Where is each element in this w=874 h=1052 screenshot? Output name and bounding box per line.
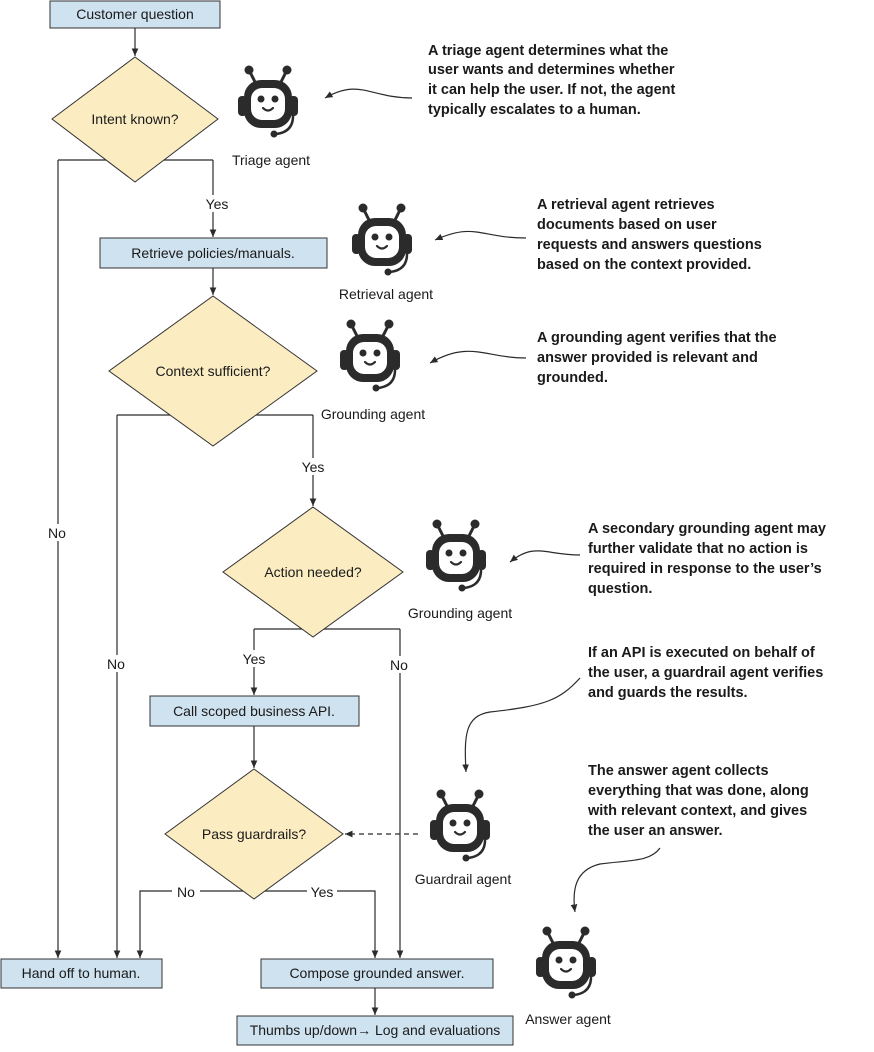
note-answer-line-3: with relevant context, and gives <box>587 803 807 819</box>
note-grounding-line-3: grounded. <box>537 370 608 386</box>
note-grounding-line-2: answer provided is relevant and <box>537 350 758 366</box>
retrieve-policies-label: Retrieve policies/manuals. <box>131 245 294 261</box>
note-secondary-line-1: A secondary grounding agent may <box>588 521 826 537</box>
note-triage: A triage agent determines what the user … <box>428 43 676 118</box>
note-secondary-line-2: further validate that no action is <box>588 541 808 557</box>
action-yes-label: Yes <box>243 651 266 667</box>
context-sufficient-label: Context sufficient? <box>156 363 271 379</box>
guard-no-label: No <box>177 884 195 900</box>
compose-answer-box <box>260 958 494 989</box>
intent-known-diamond <box>51 56 219 183</box>
edge-guard-yes <box>254 890 379 958</box>
note-retrieval-line-2: documents based on user <box>537 217 717 233</box>
note-answer-line-2: everything that was done, along <box>588 783 809 799</box>
note-retrieval-line-1: A retrieval agent retrieves <box>537 197 715 213</box>
call-api-label: Call scoped business API. <box>173 703 335 719</box>
intent-known-label: Intent known? <box>91 111 178 127</box>
context-yes-label: Yes <box>302 459 325 475</box>
compose-answer-label: Compose grounded answer. <box>289 965 464 981</box>
note-secondary-line-4: question. <box>588 581 652 597</box>
retrieval-agent-icon <box>350 202 414 277</box>
note-pointers <box>324 88 661 913</box>
grounding-agent-icon <box>338 318 402 393</box>
guardrail-agent-label: Guardrail agent <box>415 871 512 887</box>
hand-off-box <box>0 958 163 989</box>
answer-agent-icon <box>534 925 598 1000</box>
note-secondary-line-3: required in response to the user’s <box>588 561 822 577</box>
note-triage-line-3: it can help the user. If not, the agent <box>428 82 676 98</box>
note-retrieval-line-4: based on the context provided. <box>537 257 751 273</box>
pointer-grounding <box>429 350 527 364</box>
call-api-box <box>149 695 360 727</box>
pointer-secondary <box>509 550 581 563</box>
thumbs-box <box>236 1015 514 1046</box>
note-grounding: A grounding agent verifies that the answ… <box>537 330 777 386</box>
secondary-grounding-agent-icon <box>424 518 488 593</box>
guardrail-agent-icon <box>428 788 492 863</box>
note-grounding-line-1: A grounding agent verifies that the <box>537 330 777 346</box>
intent-yes-label: Yes <box>206 196 229 212</box>
note-triage-line-4: typically escalates to a human. <box>428 102 641 118</box>
customer-question-box <box>49 0 221 29</box>
context-sufficient-diamond <box>108 295 318 447</box>
triage-agent-label: Triage agent <box>232 152 310 168</box>
note-guardrail-line-1: If an API is executed on behalf of <box>588 645 815 661</box>
pointer-triage <box>324 88 413 99</box>
note-guardrail-line-2: the user, a guardrail agent verifies <box>588 665 823 681</box>
grounding-agent-label: Grounding agent <box>321 406 425 422</box>
note-answer: The answer agent collects everything tha… <box>587 763 809 839</box>
retrieve-policies-box <box>99 237 328 269</box>
pass-guardrails-diamond <box>164 768 344 900</box>
edge-guard-no <box>136 890 254 958</box>
note-retrieval-line-3: requests and answers questions <box>537 237 762 253</box>
note-answer-line-1: The answer agent collects <box>588 763 769 779</box>
note-secondary-grounding: A secondary grounding agent may further … <box>588 521 826 597</box>
thumbs-label: Thumbs up/down→ Log and evaluations <box>250 1022 501 1038</box>
action-needed-diamond <box>222 506 404 638</box>
connectors <box>54 28 418 1015</box>
note-answer-line-4: the user an answer. <box>588 823 723 839</box>
action-no-label: No <box>390 657 408 673</box>
intent-no-label: No <box>48 525 66 541</box>
answer-agent-label: Answer agent <box>525 1011 611 1027</box>
hand-off-label: Hand off to human. <box>22 965 141 981</box>
note-triage-line-2: user wants and determines whether <box>428 62 675 78</box>
action-needed-label: Action needed? <box>264 564 362 580</box>
pointer-guardrail <box>462 677 581 773</box>
pointer-answer <box>570 847 661 913</box>
customer-question-label: Customer question <box>76 6 194 22</box>
pass-guardrails-label: Pass guardrails? <box>202 826 306 842</box>
triage-agent-icon <box>236 64 300 139</box>
secondary-grounding-agent-label: Grounding agent <box>408 605 512 621</box>
note-guardrail-line-3: and guards the results. <box>588 685 748 701</box>
retrieval-agent-label: Retrieval agent <box>339 286 433 302</box>
context-no-label: No <box>107 656 125 672</box>
guard-yes-label: Yes <box>311 884 334 900</box>
note-triage-line-1: A triage agent determines what the <box>428 43 668 59</box>
note-guardrail: If an API is executed on behalf of the u… <box>588 645 823 701</box>
note-retrieval: A retrieval agent retrieves documents ba… <box>537 197 762 273</box>
pointer-retrieval <box>434 230 527 241</box>
